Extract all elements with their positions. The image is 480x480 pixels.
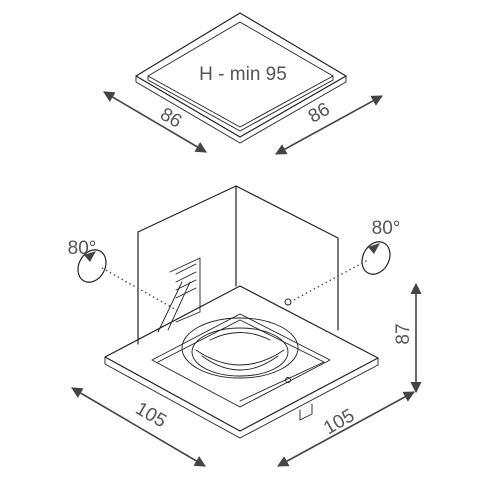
fixture-height-label: 87 bbox=[393, 323, 414, 344]
tilt-left-arrow-icon bbox=[77, 249, 107, 283]
tilt-axis-left bbox=[101, 267, 181, 313]
fixture-depth-dimension-line bbox=[277, 391, 415, 467]
fixture-housing bbox=[137, 185, 339, 345]
fixture-depth-label: 105 bbox=[320, 405, 358, 439]
cutout-depth-dimension-line bbox=[275, 95, 383, 155]
tilt-right-label: 80° bbox=[372, 218, 401, 239]
tilt-axis-right bbox=[289, 259, 369, 303]
tilt-right-arrow-icon bbox=[361, 241, 391, 275]
trim-screw-icon bbox=[285, 377, 291, 383]
fixture-width-dimension-line bbox=[71, 387, 206, 467]
cutout-width-dimension-line bbox=[103, 91, 207, 153]
cutout-height-label: H - min 95 bbox=[199, 64, 287, 85]
tilt-left-label: 80° bbox=[68, 238, 97, 259]
